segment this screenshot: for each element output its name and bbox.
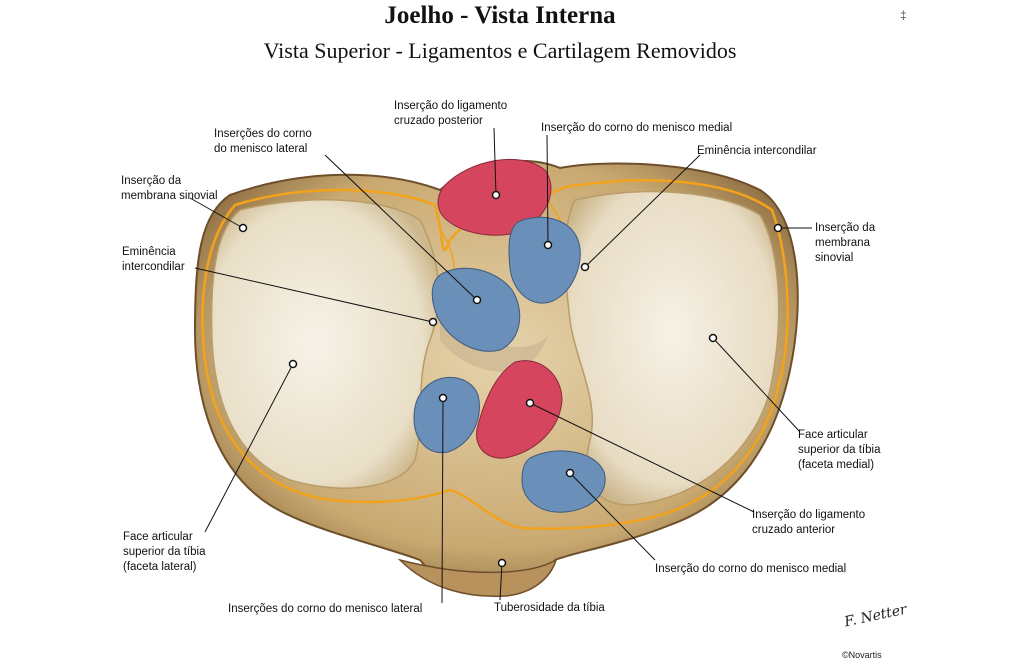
label-line: cruzado anterior (752, 524, 836, 536)
label-line: Face articular (798, 429, 868, 441)
label-articular-face-medial: Face articular superior da tíbia (faceta… (798, 428, 880, 473)
leader-lines (189, 127, 812, 604)
label-posterior-cruciate-insertion: Inserção do ligamento cruzado posterior (394, 99, 507, 129)
label-synovial-membrane-insertion-left: Inserção da membrana sinovial (121, 174, 218, 204)
figure-subtitle: Vista Superior - Ligamentos e Cartilagem… (263, 38, 737, 63)
synovial-insertion-line (201, 179, 789, 530)
medial-meniscus-anterior-horn-insertion (521, 450, 606, 513)
intercondylar-eminence (440, 300, 548, 372)
label-line: Inserção da (815, 222, 876, 234)
lateral-meniscus-posterior-horn-insertion (431, 267, 521, 352)
medial-meniscus-posterior-horn-insertion (508, 216, 581, 304)
label-lateral-meniscus-horn-insertions-bottom: Inserções do corno do menisco lateral (228, 602, 422, 617)
label-intercondylar-eminence-right: Eminência intercondilar (697, 144, 817, 159)
label-line: Inserção do ligamento (394, 100, 508, 112)
label-articular-face-lateral: Face articular superior da tíbia (faceta… (123, 530, 205, 575)
label-tibial-tuberosity: Tuberosidade da tíbia (494, 601, 605, 616)
label-line: Inserção do ligamento (752, 509, 866, 521)
label-line: Inserção do corno do menisco medial (541, 122, 733, 134)
label-line: membrana (815, 237, 870, 249)
signature-mark: F. Netter (843, 601, 909, 631)
marker-dots (238, 190, 783, 568)
label-line: Inserção do corno do menisco medial (655, 563, 847, 575)
label-anterior-cruciate-insertion: Inserção do ligamento cruzado anterior (752, 508, 865, 538)
anterior-cruciate-insertion (476, 360, 563, 459)
label-line: membrana sinovial (121, 190, 218, 202)
label-line: do menisco lateral (214, 143, 308, 155)
figure-title: Joelho - Vista Interna (384, 2, 616, 29)
label-line: Inserções do corno do menisco lateral (228, 603, 423, 615)
lateral-articular-facet (210, 199, 440, 489)
artist-signature: F. Netter ©Novartis (838, 602, 908, 664)
label-line: intercondilar (122, 261, 185, 273)
label-intercondylar-eminence-left: Eminência intercondilar (122, 245, 185, 275)
copyright-text: ©Novartis (842, 650, 882, 660)
label-synovial-membrane-insertion-right: Inserção da membrana sinovial (815, 221, 875, 266)
label-line: (faceta lateral) (123, 561, 197, 573)
lateral-meniscus-anterior-horn-insertion (413, 376, 480, 454)
label-medial-meniscus-horn-insertion-bottom: Inserção do corno do menisco medial (655, 562, 846, 577)
label-lateral-meniscus-horn-insertions-top: Inserções do corno do menisco lateral (214, 127, 312, 157)
medial-articular-facet (564, 190, 780, 506)
label-line: superior da tíbia (798, 444, 881, 456)
tibial-tuberosity (397, 558, 558, 598)
label-line: Inserção da (121, 175, 182, 187)
label-line: Eminência (122, 246, 176, 258)
label-line: (faceta medial) (798, 459, 875, 471)
corner-mark: ‡ (900, 8, 907, 22)
label-line: Eminência intercondilar (697, 145, 817, 157)
label-line: cruzado posterior (394, 115, 483, 127)
label-line: Face articular (123, 531, 193, 543)
label-line: Tuberosidade da tíbia (494, 602, 605, 614)
label-medial-meniscus-horn-insertion-top: Inserção do corno do menisco medial (541, 121, 732, 136)
label-line: superior da tíbia (123, 546, 206, 558)
label-line: Inserções do corno (214, 128, 312, 140)
label-line: sinovial (815, 252, 854, 264)
